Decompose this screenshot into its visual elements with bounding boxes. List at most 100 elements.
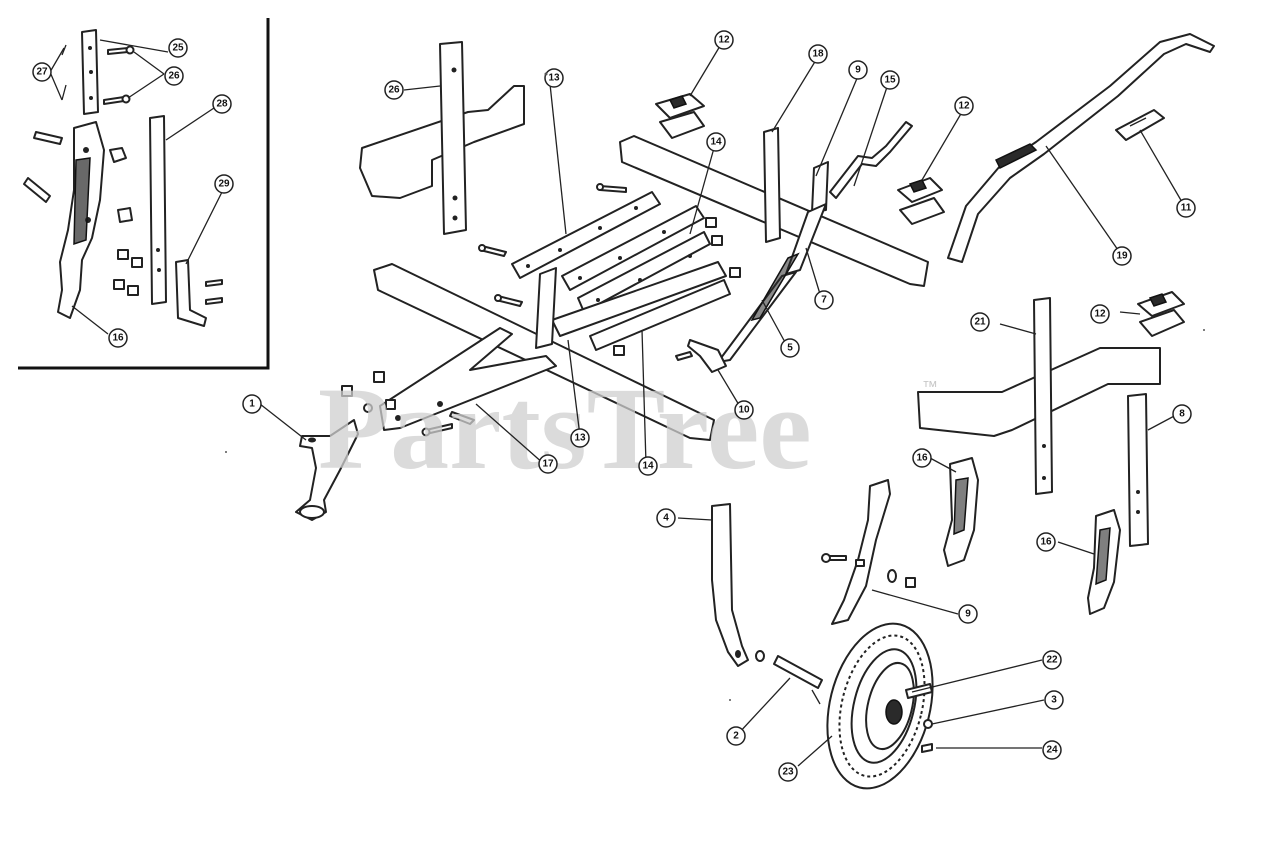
- callout-label: 14: [642, 461, 654, 472]
- callout-label: 9: [965, 609, 971, 620]
- callout-label: 10: [738, 405, 750, 416]
- callout-12a: 12: [714, 30, 734, 50]
- callout-label: 5: [787, 343, 793, 354]
- callout-24: 24: [1042, 740, 1062, 760]
- plate-14b: [551, 261, 727, 337]
- callout-label: 4: [663, 513, 669, 524]
- bolt-26a: [107, 47, 129, 55]
- axle-2: [773, 655, 823, 689]
- callout-label: 17: [542, 459, 554, 470]
- callout-label: 12: [958, 101, 970, 112]
- callout-label: 9: [855, 65, 861, 76]
- callout-label: 16: [916, 453, 928, 464]
- standard-4: [711, 503, 749, 667]
- callout-13b: 13: [570, 428, 590, 448]
- callout-label: 13: [548, 73, 560, 84]
- callout-label: 15: [884, 75, 896, 86]
- callout-21: 21: [970, 312, 990, 332]
- callout-12c: 12: [1090, 304, 1110, 324]
- grip-11: [1115, 109, 1165, 141]
- main-frame: [295, 33, 1215, 790]
- clamp-12c: [1137, 291, 1185, 337]
- watermark: PartsTree ™: [318, 363, 938, 494]
- callout-23: 23: [778, 762, 798, 782]
- clamp-12a: [655, 93, 705, 139]
- callout-label: 26: [168, 71, 180, 82]
- callout-label: 11: [1181, 203, 1192, 214]
- callout-13a: 13: [544, 68, 564, 88]
- main-beam: [373, 263, 715, 441]
- inset-nut-1: [109, 147, 127, 163]
- callout-16a: 16: [108, 328, 128, 348]
- callout-9a: 9: [848, 60, 868, 80]
- plate-14c: [589, 279, 731, 351]
- callout-14b: 14: [638, 456, 658, 476]
- callout-15: 15: [880, 70, 900, 90]
- wheel-23: [826, 622, 934, 790]
- callout-label: 26: [388, 85, 400, 96]
- clamp-12b: [897, 177, 945, 225]
- bar-8: [1127, 393, 1149, 547]
- inset-detail: [18, 18, 270, 370]
- plate-14a: [561, 205, 705, 291]
- callout-8: 8: [1172, 404, 1192, 424]
- callout-label: 12: [718, 35, 730, 46]
- bolt-26b: [103, 96, 125, 105]
- inset-nut-2: [117, 207, 133, 223]
- callout-label: 27: [36, 67, 48, 78]
- inset-bolt-2: [23, 177, 51, 203]
- callout-label: 1: [249, 399, 255, 410]
- callout-label: 21: [974, 317, 986, 328]
- callout-1: 1: [242, 394, 262, 414]
- callout-label: 2: [733, 731, 739, 742]
- callout-25: 25: [168, 38, 188, 58]
- callout-16b: 16: [912, 448, 932, 468]
- watermark-trademark: ™: [922, 379, 938, 396]
- a-frame-17: [379, 327, 557, 431]
- callout-9b: 9: [958, 604, 978, 624]
- callout-28: 28: [212, 94, 232, 114]
- handlebar-19: [947, 33, 1215, 263]
- callout-14a: 14: [706, 132, 726, 152]
- callout-7: 7: [814, 290, 834, 310]
- callout-16c: 16: [1036, 532, 1056, 552]
- callout-11: 11: [1176, 198, 1196, 218]
- callout-29: 29: [214, 174, 234, 194]
- plate-13a: [511, 191, 661, 279]
- inset-bar-28: [149, 115, 167, 305]
- callout-22: 22: [1042, 650, 1062, 670]
- callout-19: 19: [1112, 246, 1132, 266]
- callout-label: 3: [1051, 695, 1057, 706]
- callout-12b: 12: [954, 96, 974, 116]
- callout-label: 24: [1046, 745, 1058, 756]
- callout-label: 7: [821, 295, 827, 306]
- callout-label: 23: [782, 767, 794, 778]
- callout-2: 2: [726, 726, 746, 746]
- callout-26b: 26: [384, 80, 404, 100]
- callout-label: 18: [812, 49, 824, 60]
- callout-17: 17: [538, 454, 558, 474]
- callout-3: 3: [1044, 690, 1064, 710]
- callout-label: 28: [216, 99, 228, 110]
- callout-label: 22: [1046, 655, 1058, 666]
- handle-10: [687, 339, 727, 373]
- watermark-text: PartsTree: [318, 363, 812, 494]
- callout-27: 27: [32, 62, 52, 82]
- callout-label: 8: [1179, 409, 1185, 420]
- callout-label: 19: [1116, 251, 1128, 262]
- callout-26a: 26: [164, 66, 184, 86]
- callout-label: 12: [1094, 309, 1106, 320]
- leader-lines: [49, 39, 1183, 767]
- callout-label: 13: [574, 433, 586, 444]
- callout-label: 16: [1040, 537, 1052, 548]
- upright-18: [763, 127, 781, 243]
- inset-border: [18, 18, 270, 370]
- callout-10: 10: [734, 400, 754, 420]
- callout-5: 5: [780, 338, 800, 358]
- callout-label: 16: [112, 333, 124, 344]
- rod-15: [829, 121, 913, 199]
- callout-4: 4: [656, 508, 676, 528]
- callout-label: 29: [218, 179, 230, 190]
- inset-bolt-1: [33, 131, 63, 145]
